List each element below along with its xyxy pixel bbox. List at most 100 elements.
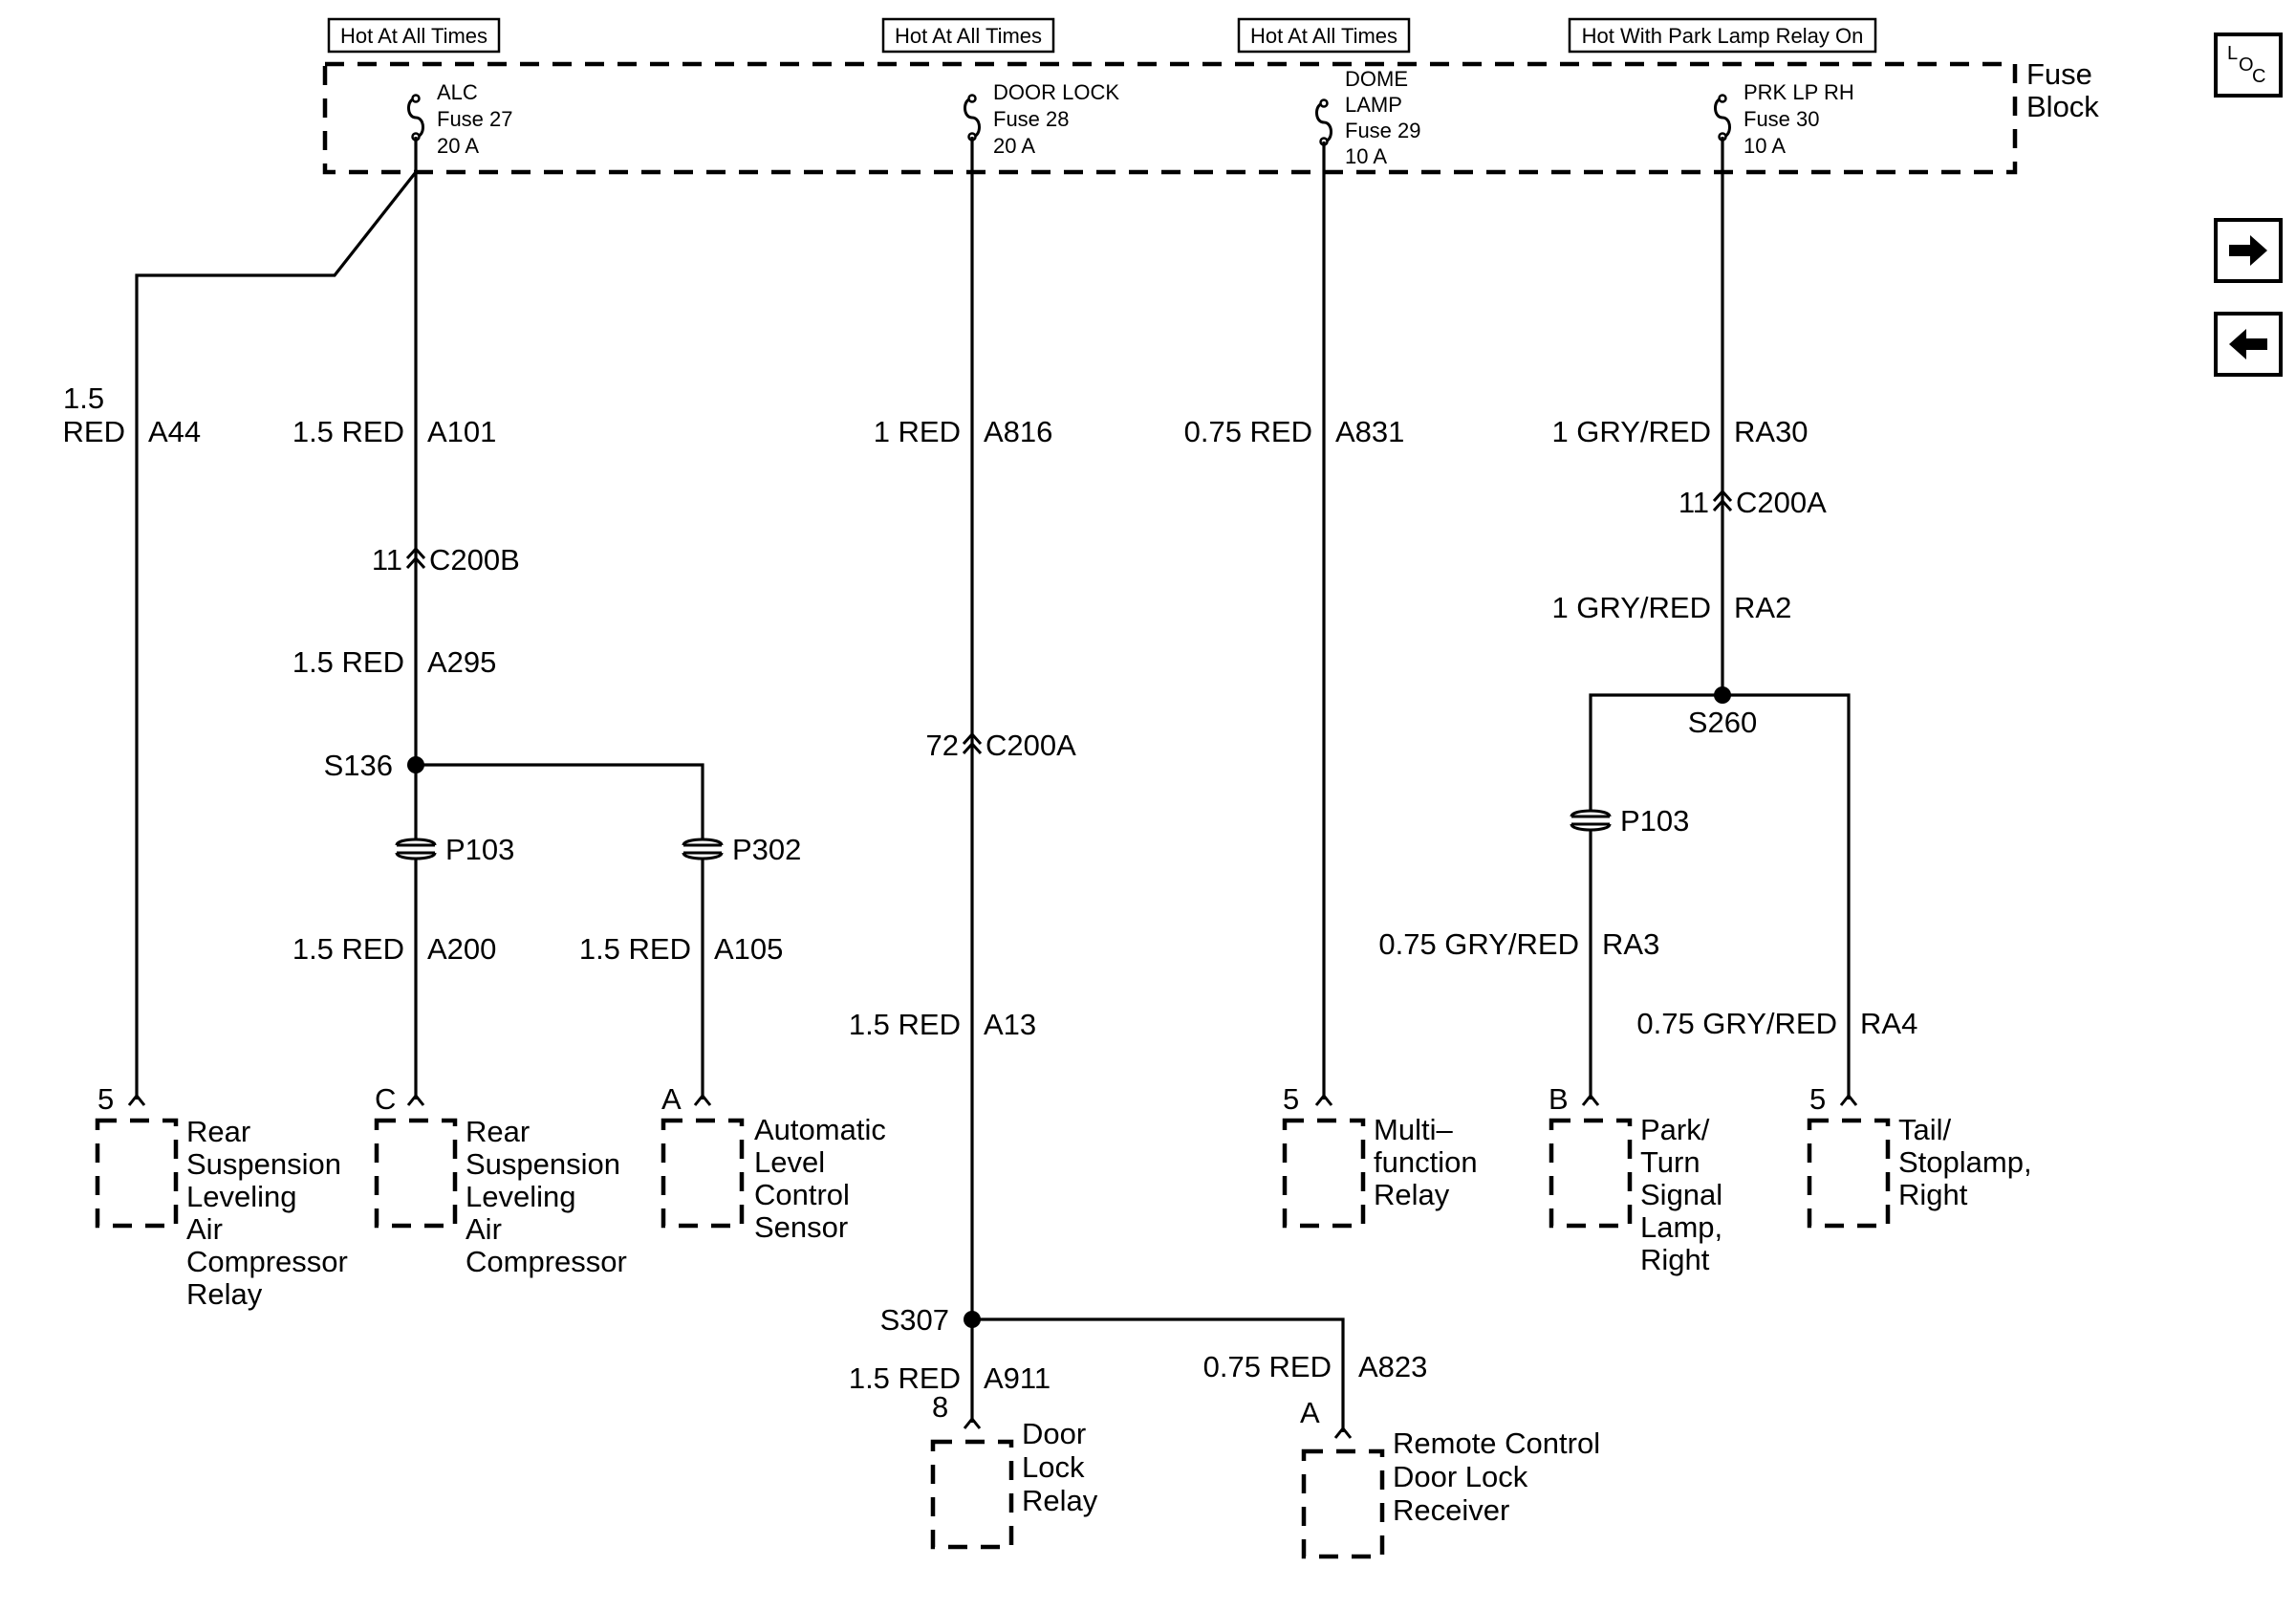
plug-connector-icon [682, 837, 724, 861]
fuse-29-dome-lamp: DOME LAMP Fuse 29 10 A [1315, 67, 1421, 168]
component-door-lock-relay: 8 Door Lock Relay [930, 1390, 1098, 1550]
fuse-30-number: Fuse 30 [1744, 107, 1820, 131]
fuse-block-label-line1: Fuse [2026, 57, 2092, 91]
component-pin-label: A [1300, 1396, 1320, 1429]
hot-label-park: Hot With Park Lamp Relay On [1568, 17, 1877, 54]
component-label: Tail/ Stoplamp, Right [1898, 1113, 2040, 1211]
fuse-block-outline [322, 61, 2018, 175]
fuse-29-number: Fuse 29 [1345, 119, 1421, 142]
pin-terminal-icon [693, 1094, 712, 1107]
connector-p103-right: P103 [1570, 804, 1689, 838]
fuse-28-name: DOOR LOCK [993, 80, 1119, 104]
wire-a823-id: A823 [1358, 1350, 1427, 1383]
previous-page-button[interactable] [2214, 312, 2283, 377]
location-button[interactable]: L O C [2214, 33, 2283, 98]
fuse-icon [964, 94, 981, 142]
fuse-block-label-line2: Block [2026, 90, 2099, 123]
component-label: Remote Control Door Lock Receiver [1393, 1426, 1609, 1527]
component-rear-leveling-compressor-relay: 5 Rear Suspension Leveling Air Compresso… [95, 1082, 348, 1311]
pin-terminal-icon [406, 1094, 425, 1107]
connector-c200a-door-pin: 72 [926, 729, 959, 762]
wire-a911-id: A911 [984, 1361, 1051, 1395]
component-pin-label: A [661, 1082, 682, 1116]
fuse-29-rating: 10 A [1345, 144, 1387, 168]
fuse-30-prk-lp-rh: PRK LP RH Fuse 30 10 A [1714, 80, 1854, 158]
wire-a200-id: A200 [427, 932, 496, 966]
connector-c200a-door: 72 C200A [926, 729, 1077, 762]
wire-a44-size: 1.5 [63, 381, 104, 415]
fuse-30-name: PRK LP RH [1744, 80, 1854, 104]
fuse-28-rating: 20 A [993, 134, 1035, 158]
pin-terminal-icon [963, 1417, 982, 1430]
wire-ra4-id: RA4 [1860, 1007, 1917, 1040]
component-label: Rear Suspension Leveling Air Compressor [466, 1115, 629, 1278]
wire-a295-id: A295 [427, 645, 496, 679]
connector-c200b: 11 C200B [372, 543, 520, 577]
svg-text:L: L [2227, 43, 2238, 64]
component-pin-label: 8 [932, 1390, 948, 1424]
connector-c200a-door-name: C200A [986, 729, 1076, 762]
connector-c200a-park-pin: 11 [1679, 486, 1709, 519]
connector-p302: P302 [682, 833, 801, 866]
connector-p103-left-label: P103 [445, 833, 514, 866]
hot-label-park-text: Hot With Park Lamp Relay On [1582, 24, 1864, 48]
wire-a823-spec: 0.75 RED [1203, 1350, 1332, 1383]
component-box [374, 1118, 458, 1229]
wire-a105-spec: 1.5 RED [579, 932, 691, 966]
wire-a44-color: RED [63, 415, 125, 448]
component-label: Door Lock Relay [1022, 1417, 1098, 1517]
fuse-27-number: Fuse 27 [437, 107, 513, 131]
location-icon: L O C [2227, 43, 2265, 87]
component-pin-label: 5 [1809, 1082, 1826, 1116]
splice-s307-label: S307 [880, 1303, 949, 1337]
splice-s307-dot [964, 1311, 981, 1328]
pin-terminal-icon [1839, 1094, 1858, 1107]
fuse-27-name: ALC [437, 80, 478, 104]
wire-ra30-id: RA30 [1734, 415, 1809, 448]
wire-ra2-id: RA2 [1734, 591, 1791, 624]
fuse-icon [407, 94, 424, 142]
component-label: Automatic Level Control Sensor [754, 1113, 894, 1244]
wire-a831-id: A831 [1335, 415, 1404, 448]
pin-terminal-icon [1314, 1094, 1333, 1107]
fuse-28-number: Fuse 28 [993, 107, 1070, 131]
component-remote-door-lock-receiver: A Remote Control Door Lock Receiver [1300, 1396, 1609, 1559]
hot-label-alc: Hot At All Times [327, 17, 501, 54]
component-box [1282, 1118, 1366, 1229]
svg-text:C: C [2252, 66, 2265, 87]
hot-label-door-lock: Hot At All Times [881, 17, 1055, 54]
wire-a105 [416, 763, 704, 1099]
arrow-left-icon [2229, 329, 2267, 359]
component-label: Multi– function Relay [1374, 1113, 1485, 1211]
wire-a13-id: A13 [984, 1008, 1036, 1041]
wire-ra30-spec: 1 GRY/RED [1551, 415, 1711, 448]
next-page-button[interactable] [2214, 218, 2283, 283]
component-label: Park/ Turn Signal Lamp, Right [1640, 1113, 1731, 1276]
splice-s260-dot [1714, 686, 1731, 704]
connector-c200b-pin: 11 [372, 543, 402, 577]
wire-ra3-spec: 0.75 GRY/RED [1378, 927, 1579, 961]
wire-a105-id: A105 [714, 932, 783, 966]
component-multifunction-relay: 5 Multi– function Relay [1282, 1082, 1485, 1229]
pin-terminal-icon [127, 1094, 146, 1107]
component-pin-label: 5 [97, 1082, 114, 1116]
wire-a44 [135, 171, 418, 1099]
wire-a295-spec: 1.5 RED [292, 645, 404, 679]
fuse-30-rating: 10 A [1744, 134, 1786, 158]
fuse-29-name-line1: DOME [1345, 67, 1408, 91]
connector-c200b-name: C200B [429, 543, 520, 577]
wire-a911-spec: 1.5 RED [849, 1361, 961, 1395]
connector-p103-right-label: P103 [1620, 804, 1689, 838]
wire-a13-spec: 1.5 RED [849, 1008, 961, 1041]
pin-terminal-icon [1333, 1426, 1353, 1440]
wire-a816-spec: 1 RED [874, 415, 961, 448]
wire-a44-id: A44 [148, 415, 201, 448]
component-box [1301, 1448, 1385, 1559]
component-box [1807, 1118, 1891, 1229]
wire-a101-spec: 1.5 RED [292, 415, 404, 448]
component-alc-sensor: A Automatic Level Control Sensor [661, 1082, 894, 1244]
splice-s260-label: S260 [1688, 706, 1757, 739]
component-box [1549, 1118, 1633, 1229]
fuse-27-rating: 20 A [437, 134, 479, 158]
